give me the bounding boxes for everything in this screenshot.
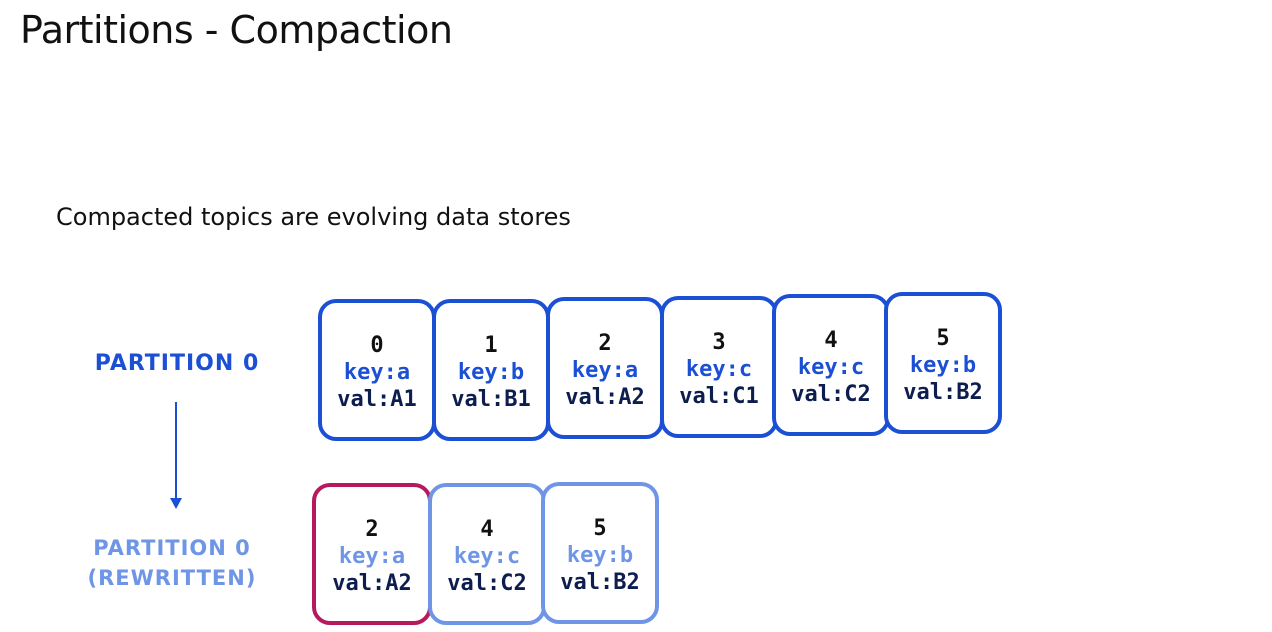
record-value: val:B2 [560,569,640,595]
partition-record: 2 key:a val:A2 [546,297,664,439]
down-arrow [170,402,182,509]
record-offset: 2 [365,516,379,542]
rewritten-partition-label: PARTITION 0 (REWRITTEN) [80,533,264,593]
record-offset: 2 [598,330,612,356]
partition-record: 5 key:b val:B2 [884,292,1002,434]
rewritten-record: 5 key:b val:B2 [541,482,659,624]
record-offset: 5 [936,325,950,351]
slide-title: Partitions - Compaction [20,8,453,52]
record-value: val:A2 [332,570,412,596]
partition-record: 1 key:b val:B1 [432,299,550,441]
record-key: key:c [453,543,521,569]
partition-label: PARTITION 0 [94,351,260,376]
record-offset: 1 [484,332,498,358]
record-value: val:C2 [447,570,527,596]
record-key: key:b [909,352,977,378]
rewritten-label-line-1: PARTITION 0 [93,536,251,560]
record-key: key:a [338,543,406,569]
partition-record: 4 key:c val:C2 [772,294,890,436]
record-offset: 4 [480,516,494,542]
rewritten-record: 4 key:c val:C2 [428,483,546,625]
record-offset: 3 [712,329,726,355]
record-key: key:a [571,357,639,383]
partition-record: 0 key:a val:A1 [318,299,436,441]
record-key: key:a [343,359,411,385]
rewritten-record: 2 key:a val:A2 [312,483,432,625]
record-value: val:A2 [565,384,645,410]
record-offset: 4 [824,327,838,353]
record-key: key:c [797,354,865,380]
record-value: val:B1 [451,386,531,412]
record-value: val:B2 [903,379,983,405]
record-offset: 5 [593,515,607,541]
record-value: val:C2 [791,381,871,407]
partition-record: 3 key:c val:C1 [660,296,778,438]
record-offset: 0 [370,332,384,358]
record-key: key:c [685,356,753,382]
rewritten-label-line-2: (REWRITTEN) [87,566,257,590]
record-key: key:b [566,542,634,568]
record-value: val:C1 [679,383,759,409]
record-key: key:b [457,359,525,385]
record-value: val:A1 [337,386,417,412]
slide-subtitle: Compacted topics are evolving data store… [56,203,571,231]
